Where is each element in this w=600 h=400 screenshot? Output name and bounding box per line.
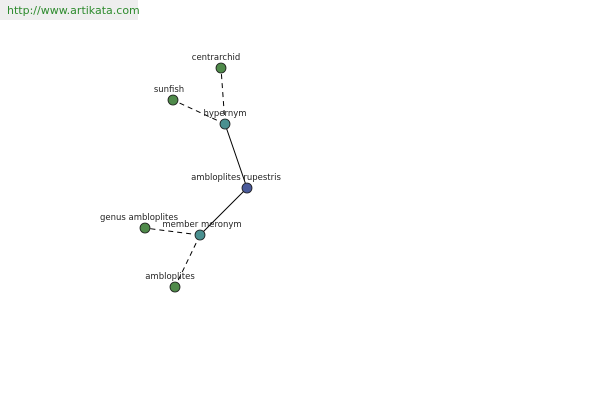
node-dot-member_meronym[interactable] [194, 229, 206, 241]
node-label-member_meronym: member meronym [162, 220, 241, 230]
edge-member_meronym-genus_ambloplites [144, 227, 201, 236]
node-label-hypernym: hypernym [203, 109, 246, 119]
node-sunfish[interactable]: sunfish [154, 85, 184, 106]
node-dot-hypernym[interactable] [219, 118, 231, 130]
node-label-centrarchid: centrarchid [192, 53, 240, 63]
node-amblyoplites_rupestris[interactable]: ambloplites rupestris [191, 173, 281, 194]
edge-amblyoplites_rupestris-hypernym [224, 123, 248, 189]
node-hypernym[interactable]: hypernym [203, 109, 247, 130]
edge-amblyoplites_rupestris-member_meronym [199, 187, 248, 236]
node-centrarchid[interactable]: centrarchid [192, 53, 240, 74]
node-dot-genus_ambloplites[interactable] [139, 222, 151, 234]
node-label-amblyoplites_rupestris: ambloplites rupestris [191, 173, 281, 183]
node-ambloplites[interactable]: ambloplites [145, 272, 195, 293]
node-dot-centrarchid[interactable] [215, 62, 227, 74]
node-member_meronym[interactable]: member meronym [162, 220, 242, 241]
edge-hypernym-centrarchid [220, 67, 226, 125]
node-dot-amblyoplites_rupestris[interactable] [241, 182, 253, 194]
edge-hypernym-sunfish [172, 99, 226, 125]
node-label-genus_ambloplites: genus ambloplites [100, 213, 179, 223]
node-dot-sunfish[interactable] [167, 94, 179, 106]
edges-layer [144, 67, 248, 288]
url-banner: http://www.artikata.com [0, 0, 140, 20]
node-genus_ambloplites[interactable]: genus ambloplites [100, 213, 179, 234]
node-label-ambloplites: ambloplites [145, 272, 195, 282]
nodes-layer: ambloplites rupestris hypernym member mero… [100, 53, 281, 293]
node-dot-ambloplites[interactable] [169, 281, 181, 293]
watermark-url[interactable]: http://www.artikata.com [7, 4, 140, 17]
node-label-sunfish: sunfish [154, 85, 184, 95]
edge-member_meronym-ambloplites [174, 234, 201, 288]
